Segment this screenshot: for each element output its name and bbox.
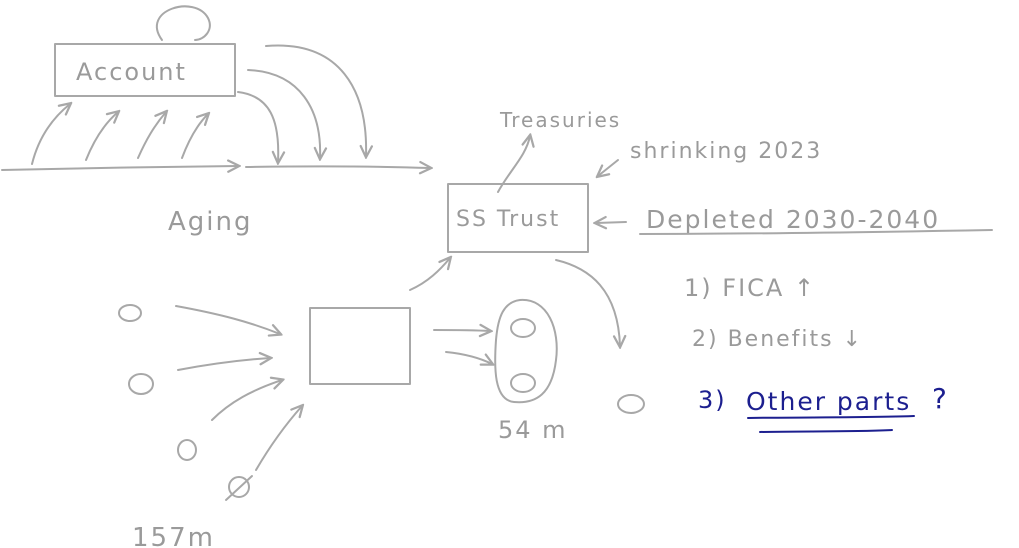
worker-circle-2 — [128, 373, 154, 395]
worker-arrow-1 — [175, 305, 280, 334]
future-circle — [617, 394, 645, 414]
inflow-arrow-1 — [31, 104, 70, 165]
outflow-arrow-1 — [237, 91, 278, 162]
count-157m: 157m — [132, 523, 215, 548]
other-parts-underline-2 — [759, 429, 893, 433]
worker-arrow-4 — [255, 406, 302, 471]
treasuries-arrow — [497, 136, 530, 193]
outflow-arrow-2 — [247, 69, 320, 158]
workers-box — [309, 307, 411, 385]
aging-label: Aging — [168, 207, 253, 237]
depleted-underline — [639, 229, 993, 235]
trust-to-future-arrow — [555, 259, 620, 346]
aging-timeline-right — [245, 166, 430, 168]
depleted-label: Depleted 2030-2040 — [646, 205, 940, 234]
option-benefits: 2) Benefits ↓ — [692, 327, 863, 352]
other-parts-underline-1 — [747, 415, 915, 419]
option-other-question: ? — [932, 382, 949, 415]
worker-circle-4 — [228, 476, 250, 498]
workers-to-beneficiaries-arrow-2 — [445, 351, 492, 364]
worker-4-strike — [225, 475, 253, 501]
option-fica: 1) FICA ↑ — [684, 274, 816, 302]
aging-timeline-left — [1, 166, 238, 170]
shrinking-label: shrinking 2023 — [630, 139, 822, 164]
worker-circle-3 — [177, 439, 197, 461]
ss-trust-label: SS Trust — [456, 207, 560, 232]
option-other-parts: Other parts — [746, 387, 911, 416]
inflow-arrow-4 — [181, 114, 208, 159]
depleted-arrow — [596, 222, 627, 223]
shrinking-arrow — [598, 159, 619, 176]
outflow-arrow-3 — [265, 44, 366, 156]
beneficiary-circle-1 — [510, 318, 536, 338]
option-other-number: 3) — [698, 386, 727, 414]
inflow-arrow-2 — [85, 112, 118, 161]
ss-trust-box — [447, 183, 589, 253]
inflow-arrow-3 — [137, 112, 166, 159]
account-self-loop — [155, 5, 211, 41]
account-box — [54, 43, 236, 97]
worker-arrow-2 — [177, 358, 270, 371]
count-54m: 54 m — [498, 416, 568, 444]
beneficiaries-group — [494, 298, 558, 404]
worker-arrow-3 — [211, 380, 282, 421]
worker-circle-1 — [118, 304, 142, 322]
beneficiary-circle-2 — [510, 373, 536, 393]
workers-to-beneficiaries-arrow-1 — [433, 330, 490, 331]
account-label: Account — [76, 58, 187, 86]
treasuries-label: Treasuries — [499, 108, 621, 132]
workers-to-trust-arrow — [409, 258, 450, 291]
